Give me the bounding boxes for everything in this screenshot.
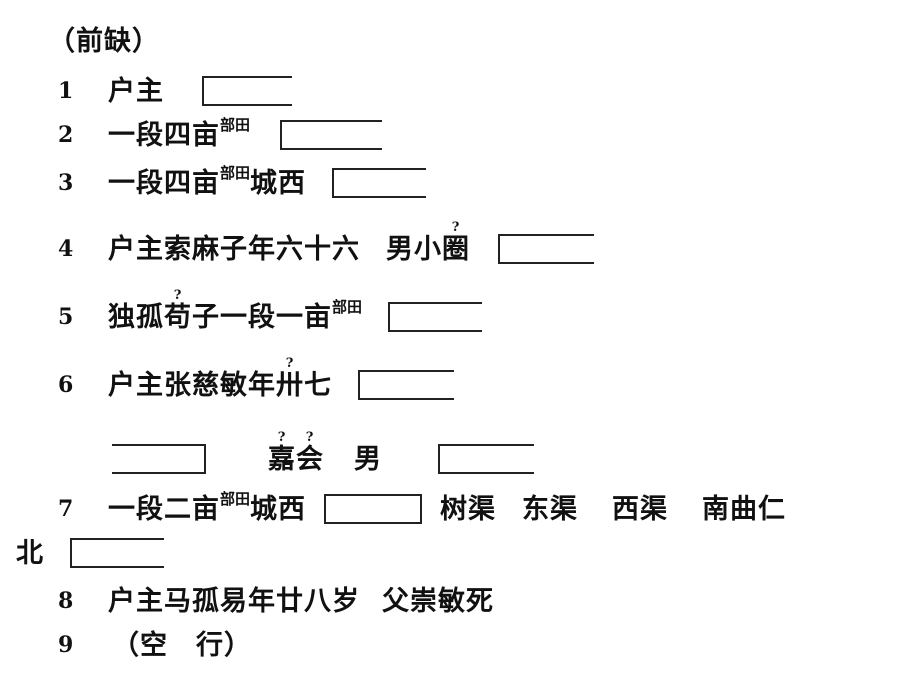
uncertain-char: ?圈 — [442, 220, 470, 266]
line-text: 北 — [16, 538, 44, 569]
boundary-text: 东渠 — [522, 494, 579, 525]
line-text: （空 行） — [112, 630, 252, 661]
uncertain-mark: ? — [277, 430, 287, 445]
line-3: 3 一段四亩 部田 城西 — [0, 160, 427, 200]
line-text: 男 — [354, 444, 382, 475]
line-number: 9 — [58, 632, 74, 658]
line-text: 户主马孤易年廿八岁 — [108, 586, 360, 617]
uncertain-mark: ? — [285, 356, 295, 371]
lacuna-mark — [202, 76, 292, 106]
header-note: （前缺） — [48, 18, 160, 58]
line-number: 8 — [58, 588, 74, 614]
line-7: 7 一段二亩 部田 城西 树渠 东渠 西渠 南曲仁 — [0, 486, 786, 526]
lacuna-mark — [70, 538, 164, 568]
superscript-note: 部田 — [220, 490, 251, 508]
uncertain-mark: ? — [305, 430, 315, 445]
missing-front-note: （前缺） — [48, 26, 160, 57]
uncertain-mark: ? — [173, 288, 183, 303]
line-text: 城西 — [250, 168, 307, 199]
lacuna-mark — [358, 370, 454, 400]
line-text: 一段二亩 — [108, 494, 220, 525]
line-number: 1 — [58, 78, 74, 104]
line-7-continued: 北 — [0, 530, 164, 570]
line-number: 4 — [58, 236, 74, 262]
uncertain-char: ?卅 — [276, 356, 304, 402]
superscript-note: 部田 — [220, 164, 251, 182]
lacuna-mark — [280, 120, 383, 150]
line-number: 5 — [58, 304, 74, 330]
boundary-text: 树渠 — [440, 494, 497, 525]
line-6-continued: ?嘉 ?会 男 — [0, 430, 534, 476]
lacuna-mark — [388, 302, 483, 332]
line-text: 一段四亩 — [108, 120, 220, 151]
line-5: 5 独孤 ?苟 子一段一亩 部田 — [0, 288, 483, 334]
boundary-text: 南曲仁 — [702, 494, 787, 525]
line-text: 父崇敏死 — [382, 586, 494, 617]
line-text: 一段四亩 — [108, 168, 220, 199]
line-number: 6 — [58, 372, 74, 398]
line-text: 七 — [304, 370, 332, 401]
superscript-note: 部田 — [220, 116, 251, 134]
line-9: 9 （空 行） — [0, 622, 252, 662]
lacuna-mark — [438, 444, 534, 474]
line-6: 6 户主张慈敏年 ?卅 七 — [0, 356, 454, 402]
uncertain-char: ?会 — [296, 430, 324, 476]
line-number: 3 — [58, 170, 74, 196]
boundary-text: 西渠 — [612, 494, 669, 525]
line-text: 户主张慈敏年 — [108, 370, 276, 401]
line-4: 4 户主索麻子年六十六 男小 ?圈 — [0, 220, 594, 266]
line-2: 2 一段四亩 部田 — [0, 112, 383, 152]
uncertain-mark: ? — [451, 220, 461, 235]
line-text: 城西 — [250, 494, 307, 525]
lacuna-mark — [112, 444, 206, 474]
uncertain-char: ?苟 — [164, 288, 192, 334]
superscript-note: 部田 — [332, 298, 363, 316]
line-text: 男小 — [386, 234, 442, 265]
line-text: 子一段一亩 — [192, 302, 332, 333]
line-text: 独孤 — [108, 302, 164, 333]
line-8: 8 户主马孤易年廿八岁 父崇敏死 — [0, 578, 494, 618]
lacuna-mark — [332, 168, 427, 198]
line-1: 1 户主 — [0, 68, 292, 108]
uncertain-char: ?嘉 — [268, 430, 296, 476]
line-text: 户主索麻子年六十六 — [108, 234, 360, 265]
line-number: 7 — [58, 496, 74, 522]
lacuna-mark — [498, 234, 594, 264]
line-number: 2 — [58, 122, 74, 148]
line-text: 户主 — [108, 76, 164, 107]
lacuna-mark — [324, 494, 423, 524]
